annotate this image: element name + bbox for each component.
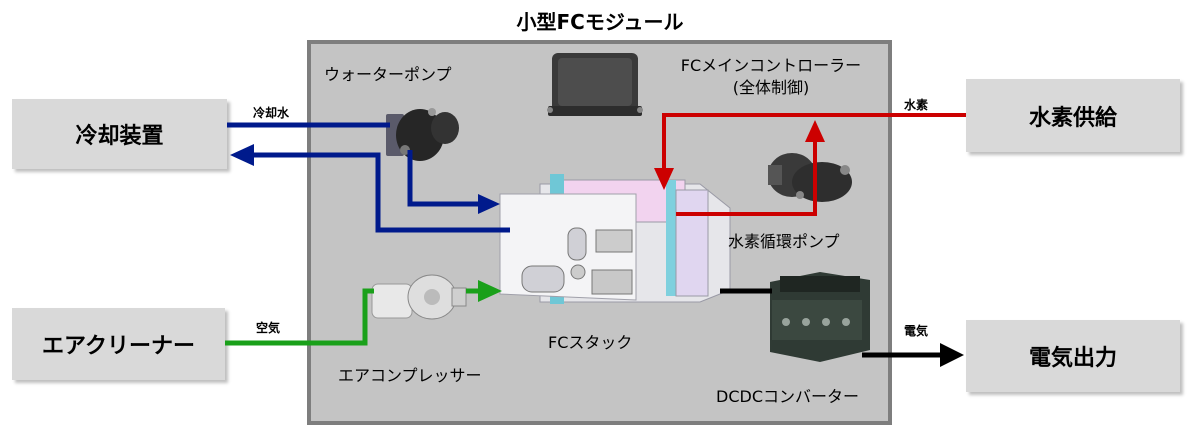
water-pump-image — [386, 108, 459, 161]
h2-pump-image — [768, 153, 852, 202]
controller-image — [547, 53, 643, 116]
dcdc-converter-image — [770, 272, 870, 362]
dcdc-label: DCDCコンバーター — [716, 387, 859, 406]
hydrogen-flow-arrows — [654, 113, 966, 216]
air-flow-label: 空気 — [256, 321, 281, 335]
hydrogen-supply-label: 水素供給 — [1028, 105, 1117, 131]
water-pump-label: ウォーターポンプ — [324, 65, 452, 84]
hydrogen-supply-box: 水素供給 — [966, 79, 1180, 152]
air-compressor-image — [371, 274, 467, 320]
cooling-unit-label: 冷却装置 — [75, 124, 164, 149]
air-flow-arrow — [225, 280, 502, 346]
h2-pump-label: 水素循環ポンプ — [728, 232, 840, 251]
air-cleaner-box: エアクリーナー — [12, 308, 225, 380]
electric-flow-arrows — [720, 288, 964, 367]
electric-flow-label: 電気 — [904, 324, 929, 338]
air-cleaner-label: エアクリーナー — [42, 334, 195, 359]
power-output-label: 電気出力 — [1028, 346, 1117, 371]
power-output-box: 電気出力 — [966, 320, 1180, 392]
compressor-label: エアコンプレッサー — [338, 366, 482, 385]
controller-label-line1: FCメインコントローラー — [680, 56, 862, 75]
fc-stack-label: FCスタック — [548, 333, 633, 352]
coolant-flow-label: 冷却水 — [253, 106, 290, 120]
diagram-title: 小型FCモジュール — [516, 10, 684, 34]
fc-stack-image — [499, 174, 731, 304]
hydrogen-flow-label: 水素 — [904, 98, 929, 112]
coolant-flow-arrows — [227, 122, 510, 233]
cooling-unit-box: 冷却装置 — [12, 99, 227, 169]
controller-label-line2: (全体制御) — [732, 78, 810, 97]
